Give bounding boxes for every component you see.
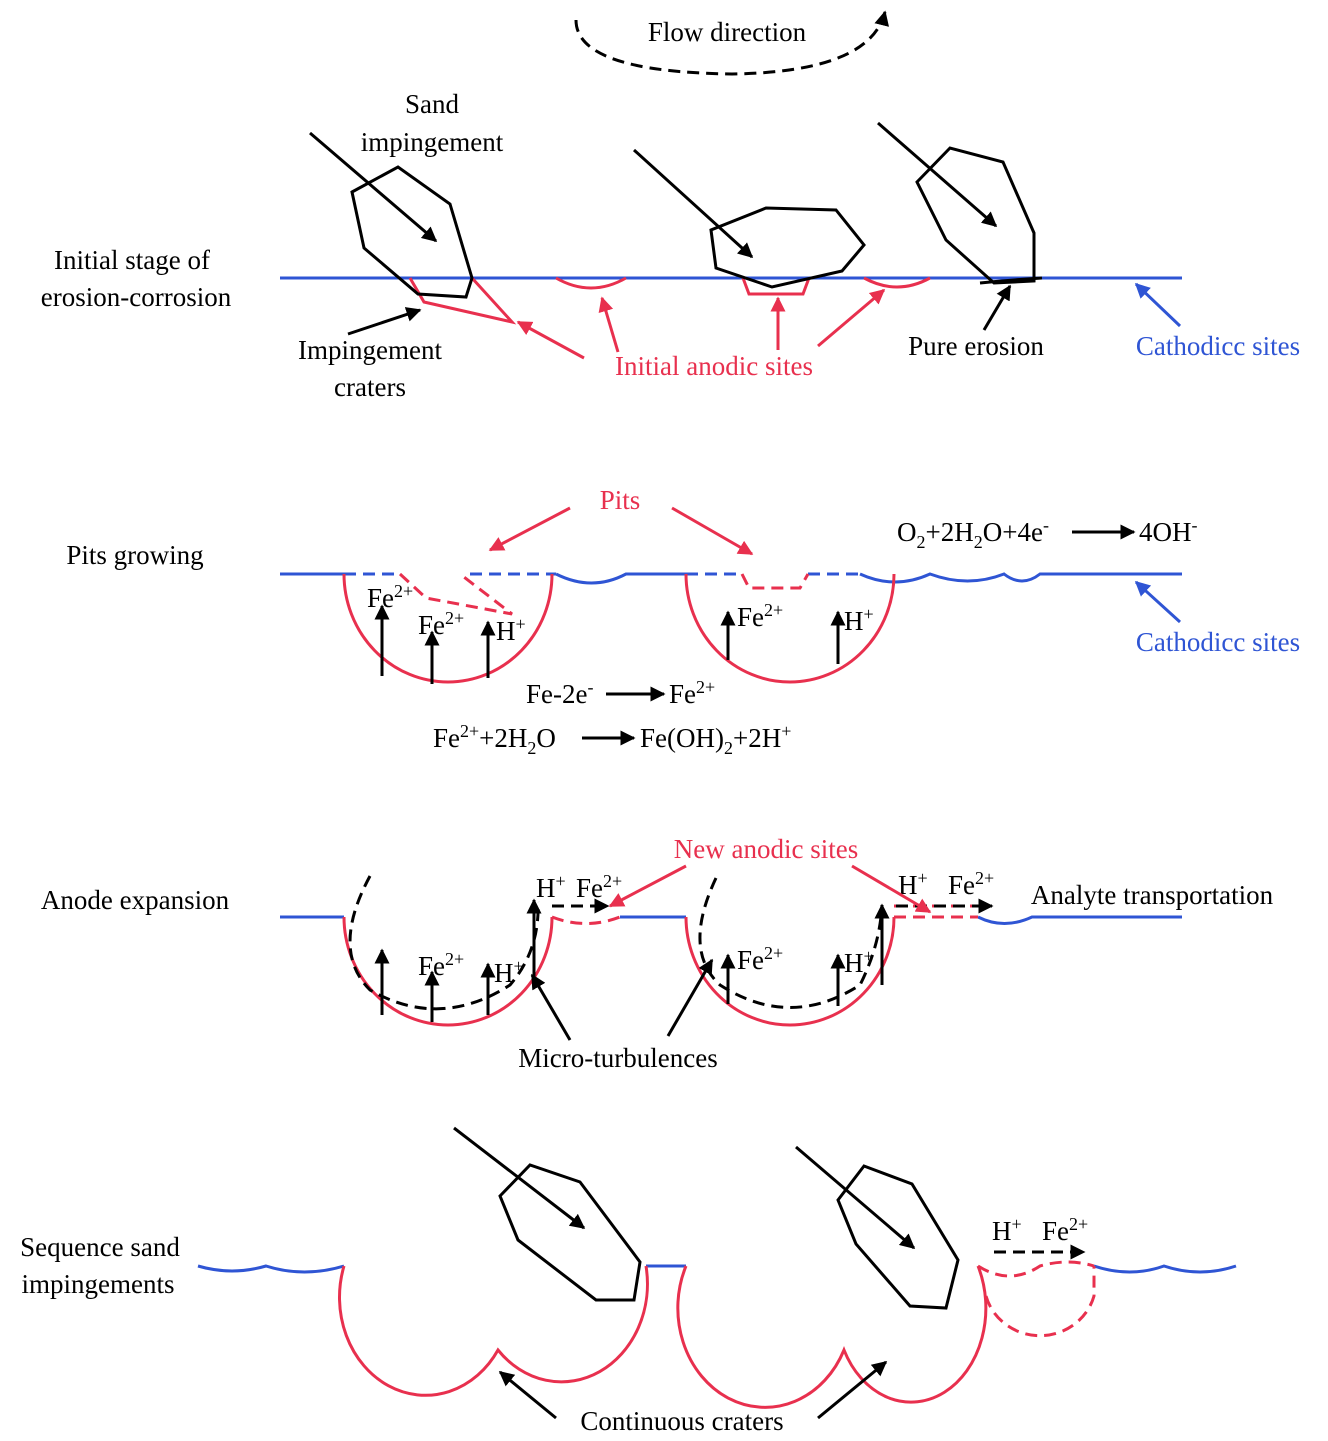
analyte-transportation-label: Analyte transportation xyxy=(1031,880,1274,910)
continuous-craters-label: Continuous craters xyxy=(580,1406,783,1436)
sand-particle-icon xyxy=(498,1163,642,1302)
sand-particle-icon xyxy=(350,165,474,299)
stage-initial: Initial stage of erosion-corrosion Sand … xyxy=(41,89,1300,402)
impact-arrow xyxy=(309,131,438,243)
ion-fe-label: Fe2+ xyxy=(737,943,783,975)
cathodic-equation: O2+2H2O+4e- xyxy=(897,515,1049,552)
surface-cathodic xyxy=(977,915,1182,925)
ion-fe-label: Fe2+ xyxy=(367,581,413,613)
cathodic-equation-product: 4OH- xyxy=(1139,515,1198,547)
stage-initial-title-2: erosion-corrosion xyxy=(41,282,232,312)
craters-pointer xyxy=(817,1360,888,1420)
impact-arrow xyxy=(632,148,754,259)
initial-anodic-pit xyxy=(555,276,627,290)
sand-particle-icon xyxy=(915,146,1036,285)
ion-h-label: H+ xyxy=(494,956,524,988)
micro-turbulences-label: Micro-turbulences xyxy=(518,1043,717,1073)
flow-direction-label: Flow direction xyxy=(648,17,807,47)
sand-impingement-label-1: Sand xyxy=(405,89,460,119)
new-anodic-pointer xyxy=(851,864,932,914)
pits-pointer xyxy=(671,506,754,556)
pits-label: Pits xyxy=(600,485,641,515)
new-anodic-site-dashed xyxy=(894,904,978,919)
surface-cathodic xyxy=(555,572,686,585)
micro-turbulence-loop xyxy=(698,877,884,1009)
stage-pits-growing: Pits growing Fe2+ Fe2+ H+ Fe2+ H+ Pits O… xyxy=(66,485,1300,758)
surface-cathodic xyxy=(859,572,1182,584)
ion-fe-label: Fe2+ xyxy=(418,608,464,640)
sand-particle-icon xyxy=(709,206,866,289)
sand-impingement-label-2: impingement xyxy=(361,127,504,157)
pure-erosion-label: Pure erosion xyxy=(908,331,1044,361)
anodic-pointer xyxy=(598,296,620,353)
surface-cathodic xyxy=(1093,1264,1237,1274)
impingement-crater-shape xyxy=(408,276,517,325)
new-crater-dashed xyxy=(984,1266,1096,1338)
new-anodic-site-dashed xyxy=(551,915,621,925)
stage-sequence-title-2: impingements xyxy=(22,1269,175,1299)
ion-h-label: H+ xyxy=(992,1214,1022,1246)
cathodic-pointer xyxy=(1134,580,1182,624)
pure-erosion-contact xyxy=(979,276,1043,285)
growing-pit xyxy=(684,573,896,684)
stage-sequence-title-1: Sequence sand xyxy=(20,1232,180,1262)
sand-particle-icon xyxy=(836,1164,960,1310)
surface-cathodic xyxy=(197,1264,345,1274)
flow-direction: Flow direction xyxy=(574,10,889,76)
stage-anode-expansion: Anode expansion Fe2+ H+ H+ Fe2+ Fe2+ H+ … xyxy=(41,834,1274,1073)
stage-anode-title: Anode expansion xyxy=(41,885,230,915)
micro-pointer xyxy=(666,958,714,1037)
ion-fe-label: Fe2+ xyxy=(418,949,464,981)
ion-fe-label: Fe2+ xyxy=(737,600,783,632)
impingement-craters-label-2: craters xyxy=(334,372,406,402)
impact-arrow xyxy=(877,121,998,228)
stage-pits-title: Pits growing xyxy=(66,540,203,570)
impingement-craters-label-1: Impingement xyxy=(298,335,442,365)
initial-anodic-sites-label: Initial anodic sites xyxy=(615,351,813,381)
cathodic-sites-label: Cathodicc sites xyxy=(1136,627,1300,657)
cathodic-pointer xyxy=(1134,282,1182,328)
pit-inner-dashed xyxy=(398,572,513,616)
micro-pointer xyxy=(530,973,572,1041)
ion-h-label: H+ xyxy=(844,604,874,636)
ion-fe-label: Fe2+ xyxy=(1042,1214,1088,1246)
micro-turbulence-loop xyxy=(348,875,540,1011)
anodic-equation-1: Fe-2e- xyxy=(526,677,593,709)
ion-fe-label: Fe2+ xyxy=(576,871,622,903)
craters-pointer xyxy=(498,1370,557,1420)
expanded-pit xyxy=(342,916,554,1027)
anodic-equation-1-product: Fe2+ xyxy=(669,677,715,709)
new-anodic-pointer xyxy=(608,864,687,908)
pit-inner-dashed xyxy=(740,573,810,590)
continuous-crater xyxy=(676,1265,988,1409)
anodic-equation-2: Fe2++2H2O xyxy=(433,721,556,758)
stage-sequence: Sequence sand impingements H+ Fe2+ Conti… xyxy=(20,1126,1237,1436)
craters-pointer xyxy=(347,307,422,336)
continuous-crater xyxy=(338,1265,649,1397)
anodic-equation-2-product: Fe(OH)2+2H+ xyxy=(640,721,791,758)
impact-arrow xyxy=(453,1126,586,1230)
anodic-pointer xyxy=(817,288,886,348)
impact-arrow xyxy=(795,1145,916,1250)
ion-h-label: H+ xyxy=(536,871,566,903)
ion-h-label: H+ xyxy=(496,614,526,646)
growing-pit xyxy=(342,573,554,684)
stage-initial-title-1: Initial stage of xyxy=(54,245,210,275)
pure-erosion-pointer xyxy=(982,284,1012,331)
ion-fe-label: Fe2+ xyxy=(948,868,994,900)
flow-direction-arrow xyxy=(574,10,889,76)
pits-pointer xyxy=(488,506,571,552)
ion-h-label: H+ xyxy=(898,868,928,900)
new-anodic-sites-label: New anodic sites xyxy=(674,834,858,864)
initial-anodic-pit xyxy=(741,277,811,296)
cathodic-sites-label: Cathodicc sites xyxy=(1136,331,1300,361)
ion-h-label: H+ xyxy=(844,946,874,978)
new-crater-dashed xyxy=(977,1260,1095,1278)
anodic-pointer xyxy=(516,320,585,360)
initial-anodic-pit xyxy=(863,276,931,289)
